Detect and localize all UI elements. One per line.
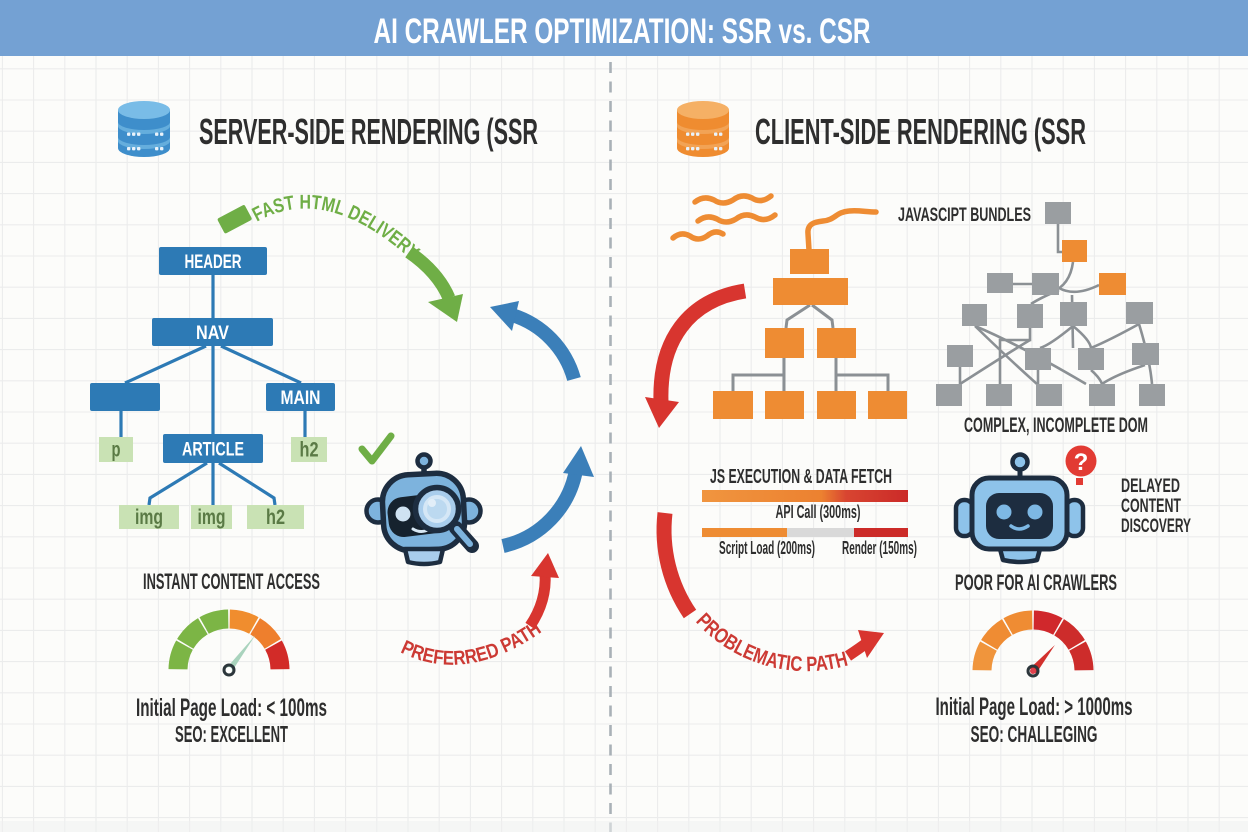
svg-text:MAIN: MAIN — [281, 388, 321, 409]
svg-text:DELAYED: DELAYED — [1121, 476, 1180, 497]
svg-text:NAV: NAV — [196, 323, 229, 344]
svg-text:Initial Page Load: > 1000ms: Initial Page Load: > 1000ms — [936, 693, 1133, 721]
svg-text:Initial Page Load: < 100ms: Initial Page Load: < 100ms — [136, 694, 327, 722]
svg-text:CLIENT-SIDE RENDERING (SSR: CLIENT-SIDE RENDERING (SSR — [755, 111, 1086, 152]
svg-text:h2: h2 — [266, 506, 285, 529]
svg-text:SEO: CHALLEGING: SEO: CHALLEGING — [971, 721, 1098, 747]
svg-text:img: img — [198, 506, 226, 529]
svg-text:COMPLEX, INCOMPLETE DOM: COMPLEX, INCOMPLETE DOM — [964, 414, 1148, 437]
svg-text:AI CRAWLER OPTIMIZATION: SSR v: AI CRAWLER OPTIMIZATION: SSR vs. CSR — [374, 12, 871, 51]
svg-text:POOR FOR AI CRAWLERS: POOR FOR AI CRAWLERS — [955, 570, 1117, 595]
svg-text:SEO: EXCELLENT: SEO: EXCELLENT — [175, 721, 288, 747]
svg-text:API Call (300ms): API Call (300ms) — [776, 502, 861, 522]
svg-text:Script Load (200ms): Script Load (200ms) — [719, 538, 815, 558]
svg-text:p: p — [112, 439, 121, 462]
svg-text:CONTENT: CONTENT — [1121, 496, 1181, 517]
svg-text:DISCOVERY: DISCOVERY — [1121, 516, 1191, 537]
svg-text:HEADER: HEADER — [185, 252, 242, 273]
svg-text:Render (150ms): Render (150ms) — [842, 538, 917, 558]
svg-text:ARTICLE: ARTICLE — [182, 440, 244, 461]
svg-text:JS EXECUTION & DATA FETCH: JS EXECUTION & DATA FETCH — [710, 466, 892, 488]
svg-text:?: ? — [1074, 449, 1089, 476]
svg-text:img: img — [135, 506, 163, 529]
svg-text:h2: h2 — [300, 439, 319, 462]
svg-text:SERVER-SIDE RENDERING (SSR: SERVER-SIDE RENDERING (SSR — [199, 111, 538, 152]
svg-text:JAVASCIPT BUNDLES: JAVASCIPT BUNDLES — [898, 205, 1031, 226]
svg-text:INSTANT CONTENT ACCESS: INSTANT CONTENT ACCESS — [143, 569, 320, 594]
